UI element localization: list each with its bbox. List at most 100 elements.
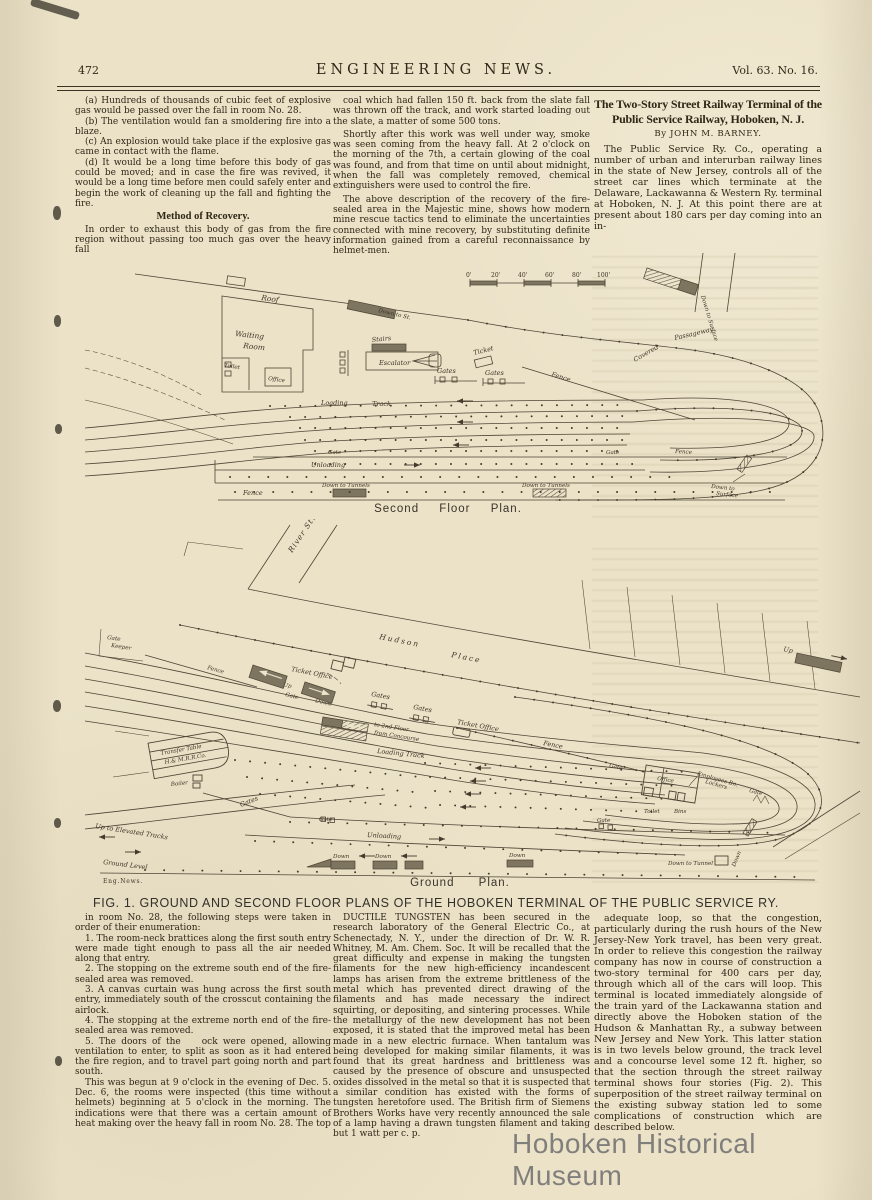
street-label-river-st: River St. [286,514,318,555]
plan-label-gate: Gate [606,450,620,456]
column-right-bottom: adequate loop, so that the congestion, p… [594,913,822,1133]
paragraph: (d) It would be a long time before this … [75,157,331,209]
plan-track-arrows [98,652,849,860]
plan-credit: Eng.News. [103,878,143,885]
street-label-hudson: Hudson [378,632,421,649]
scan-artifact [55,424,62,434]
plan-label-gate-keeper: Gate [107,635,122,643]
plan-label-toilet: Toilet [644,809,661,815]
scale-tick: 0' [466,272,472,279]
museum-watermark: Hoboken Historical Museum [512,1128,756,1191]
scan-artifact [53,206,61,220]
scan-artifact [55,1056,62,1066]
scale-tick: 20' [491,272,501,279]
paragraph: 4. The stopping at the extreme north end… [75,1015,331,1037]
section-heading: Method of Recovery. [156,211,250,223]
plan-label-gates: Gates [371,690,392,701]
paragraph: This was begun at 9 o'clock in the eveni… [75,1077,331,1129]
paragraph: In order to exhaust this body of gas fro… [75,224,331,256]
ground-plan-caption: Ground Plan. [410,877,510,889]
plan-label-track: Track [372,400,391,408]
column-middle-top: coal which had fallen 150 ft. back from … [333,96,590,256]
second-floor-plan-caption: Second Floor Plan. [374,503,522,515]
plan-label-toilet: Toilet [224,363,241,371]
scale-tick: 40' [518,272,528,279]
scan-artifact [29,0,81,21]
plan-label-to-2nd-floor: to 2nd Floor [374,722,410,733]
plan-label-ticket-office: Ticket Office [457,718,500,733]
plan-label-unloading: Unloading [367,831,401,841]
plan-label-down-to: Down to [710,484,736,493]
plan-label-fence: Fence [542,739,564,751]
article-title: The Two-Story Street Railway Terminal of… [594,97,822,126]
plan-label-fence: Fence [549,370,571,384]
plan-label-gates: Gates [239,794,260,809]
plan-label-fence: Fence [674,449,693,456]
plan-label-fence: Fence [205,665,225,676]
paragraph: (c) An explosion would take place if the… [75,137,331,158]
paragraph: The above description of the recovery of… [333,194,590,257]
plan-label-gates: Gates [485,369,505,377]
plan-label-up: Up [283,682,293,690]
scale-tick: 80' [572,272,582,279]
plan-label-waiting: Waiting [235,329,265,341]
street-label-place: Place [450,650,483,665]
plan-label-ground-level: Ground Level [103,858,148,871]
journal-title: ENGINEERING NEWS. [315,62,557,78]
plan-label-bins: Bins [673,809,687,815]
plan-label-surface: Surface [716,491,739,499]
paragraph: 1. The room-neck brattices along the fir… [75,933,331,965]
plan-column-dots [229,319,824,501]
paragraph: (a) Hundreds of thousands of cubic feet … [75,96,331,117]
paragraph: The Public Service Ry. Co., operating a … [594,144,822,232]
plan-label-ticket: Ticket [473,344,495,357]
paragraph: (b) The ventilation would fan a smolderi… [75,116,331,137]
plan-label-down: Down [508,853,526,859]
plan-label-gate: Gate [285,692,300,701]
plan-label-down-to-tunnel: Down to Tunnel [667,861,713,867]
plan-label-gate: Gate [609,763,624,772]
plan-label-down-to-tunnels: Down to Tunnels [521,483,570,489]
plan-label-gate: Gate [328,450,342,456]
plan-label-boiler: Boiler [170,780,189,788]
second-floor-plan-drawing: Roof Waiting Room Toilet Office Stairs E… [84,252,824,501]
column-left-bottom: in room No. 28, the following steps were… [75,913,331,1129]
plan-label-down: Down [332,854,350,860]
scan-artifact [54,818,61,828]
paragraph: 3. A canvas curtain was hung across the … [75,985,331,1016]
plan-label-office: Office [657,776,675,785]
plan-label-loading: Loading [320,399,348,407]
plan-label-gate: Gate [319,817,333,823]
plan-label-gates: Gates [437,367,457,375]
column-middle-bottom: DUCTILE TUNGSTEN has been secured in the… [333,913,590,1140]
plan-column-dots [144,624,861,878]
plan-label-escalator: Escalator [378,359,411,367]
ground-plan-drawing: River St. Hudson Place Up Gate Keeper Fe… [84,514,861,885]
paragraph: coal which had fallen 150 ft. back from … [333,96,590,127]
plan-label-down-to-tunnels: Down to Tunnels [321,483,370,489]
column-left-top: (a) Hundreds of thousands of cubic feet … [75,96,331,255]
plan-linework [84,524,861,881]
plan-label-stairs: Stairs [371,334,392,344]
plan-label-down: Down [374,854,392,860]
plan-label-roof: Roof [260,293,281,305]
header-rule [57,86,820,91]
paragraph: 2. The stopping on the extreme south end… [75,964,331,985]
plan-label-up-to-elevated: Up to Elevated Tracks [95,822,169,841]
plan-label-fence: Fence [242,489,263,497]
scale-tick: 100' [597,272,610,279]
issue-label: Vol. 63. No. 16. [732,64,818,77]
plan-label-covered: Covered [632,343,660,364]
page-number: 472 [78,64,99,77]
paragraph: in room No. 28, the following steps were… [75,913,331,934]
article-byline: By JOHN M. BARNEY. [654,129,762,139]
scan-artifact [54,315,61,327]
scale-tick: 60' [545,272,555,279]
plan-label-passageway: Passageway [673,325,715,342]
figure-caption: FIG. 1. GROUND AND SECOND FLOOR PLANS OF… [93,896,779,910]
plan-label-ticket-office: Ticket Office [291,665,334,681]
plan-label-down: Down [314,698,333,708]
scan-artifact [53,700,61,712]
plan-label-down: Down [731,850,743,869]
